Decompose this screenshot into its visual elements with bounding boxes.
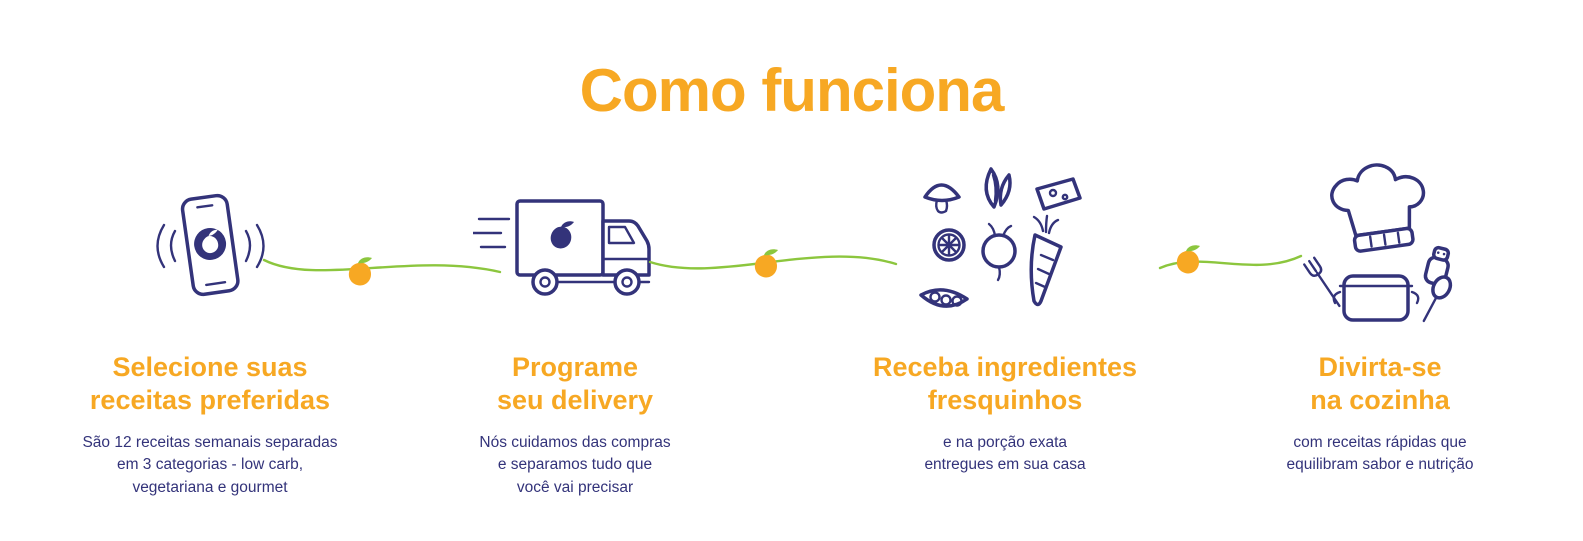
heading-line: fresquinhos: [927, 385, 1083, 416]
step-heading: Receba ingredientes fresquinhos: [830, 351, 1180, 418]
chef-hat-icon: [1329, 162, 1425, 253]
description-line: entregues em sua casa: [924, 456, 1086, 474]
connector-line: [262, 246, 502, 306]
description-line: com receitas rápidas que: [1293, 433, 1467, 451]
mushroom-icon: [922, 182, 961, 214]
leafy-greens-icon: [984, 166, 1012, 209]
spoon-icon: [1422, 274, 1452, 322]
description-line: vegetariana e gourmet: [132, 478, 288, 496]
description-line: você vai precisar: [516, 478, 634, 496]
step-receive-ingredients: Receba ingredientes fresquinhos e na por…: [830, 150, 1180, 477]
step-have-fun-cooking: Divirta-se na cozinha com receitas rápid…: [1225, 150, 1535, 477]
step-heading: Programe seu delivery: [430, 351, 720, 418]
heading-line: seu delivery: [496, 385, 654, 416]
connector-line: [1158, 238, 1303, 298]
mango-icon: [348, 257, 372, 286]
description-line: em 3 categorias - low carb,: [116, 456, 304, 474]
heading-line: Receba ingredientes: [872, 352, 1138, 382]
pea-pod-icon: [918, 287, 969, 308]
section-title: Como funciona: [579, 57, 1005, 124]
description-line: Nós cuidamos das compras: [479, 433, 671, 451]
carrot-icon: [1028, 214, 1063, 306]
step-description: São 12 receitas semanais separadas em 3 …: [55, 432, 365, 499]
step-select-recipes: Selecione suas receitas preferidas São 1…: [55, 150, 365, 499]
chef-cooking-illustration: [1302, 162, 1452, 322]
description-line: equilibram sabor e nutrição: [1286, 456, 1474, 474]
mango-logo-icon: [550, 221, 574, 249]
turnip-icon: [980, 222, 1017, 281]
step-heading: Divirta-se na cozinha: [1225, 351, 1535, 418]
step-heading: Selecione suas receitas preferidas: [55, 351, 365, 418]
mango-icon: [754, 249, 778, 278]
heading-line: na cozinha: [1310, 385, 1450, 416]
fork-icon: [1302, 256, 1341, 307]
description-line: e na porção exata: [942, 433, 1068, 451]
description-line: e separamos tudo que: [497, 456, 653, 474]
connector-line: [648, 240, 898, 300]
mango-icon: [1176, 245, 1200, 274]
delivery-truck-icon: [430, 150, 720, 345]
vegetables-illustration: [918, 166, 1082, 308]
heading-line: Programe: [511, 352, 639, 382]
lemon-slice-icon: [931, 227, 966, 262]
green-curve-line: [1158, 254, 1303, 270]
mango-logo-icon: [194, 227, 227, 260]
fresh-ingredients-icon: [830, 150, 1180, 345]
step-description: e na porção exata entregues em sua casa: [830, 432, 1180, 477]
step-description: com receitas rápidas que equilibram sabo…: [1225, 432, 1535, 477]
step-description: Nós cuidamos das compras e separamos tud…: [430, 432, 720, 499]
pot-icon: [1332, 273, 1419, 322]
heading-line: Selecione suas: [112, 352, 308, 382]
heading-line: receitas preferidas: [89, 385, 331, 416]
chef-cooking-icon: [1225, 150, 1535, 345]
cheese-icon: [1034, 176, 1082, 211]
ringing-phone-illustration: [156, 193, 265, 297]
delivery-truck-illustration: [472, 199, 651, 296]
description-line: São 12 receitas semanais separadas: [82, 433, 338, 451]
ringing-phone-icon: [55, 150, 365, 345]
heading-line: Divirta-se: [1318, 352, 1442, 382]
step-schedule-delivery: Programe seu delivery Nós cuidamos das c…: [430, 150, 720, 499]
